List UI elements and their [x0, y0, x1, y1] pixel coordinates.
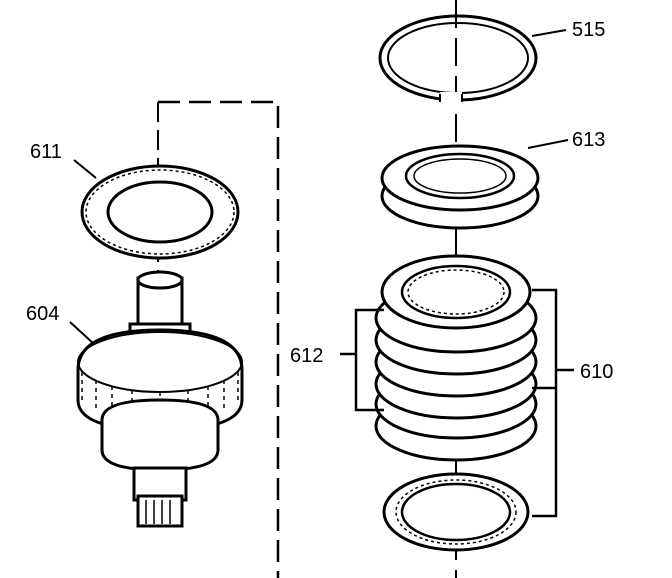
- bracket-612: [340, 308, 384, 412]
- callout-604: 604: [26, 303, 59, 325]
- thrust-washer: [80, 164, 240, 260]
- backing-plate: [380, 144, 540, 230]
- bracket-610: [532, 288, 574, 518]
- callout-613: 613: [572, 129, 605, 151]
- clutch-plate-stack: [374, 254, 538, 462]
- callout-515: 515: [572, 19, 605, 41]
- callout-611: 611: [30, 141, 62, 163]
- snap-ring: [378, 14, 538, 104]
- bottom-clutch-plate: [382, 472, 530, 552]
- callout-610: 610: [580, 361, 613, 383]
- leader-lines: [69, 29, 569, 345]
- callout-612: 612: [290, 345, 323, 367]
- shaft-gear-assembly: [76, 270, 244, 528]
